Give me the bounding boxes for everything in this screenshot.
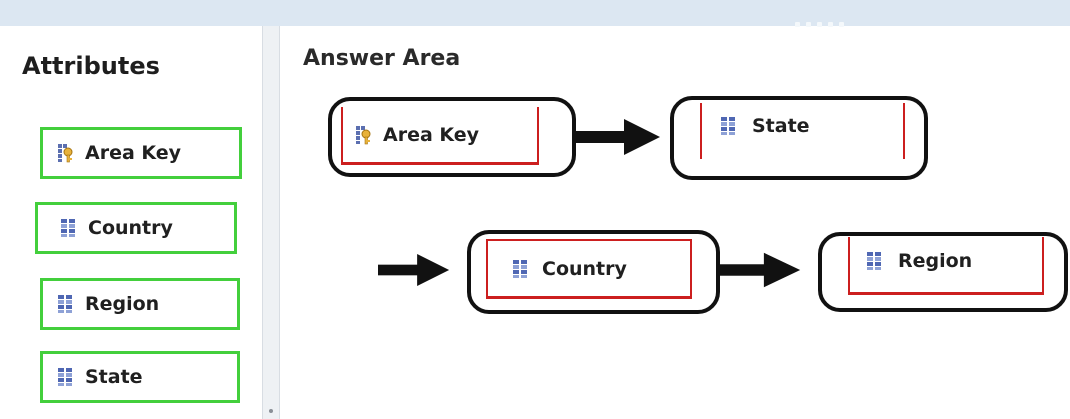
attribute-icon — [721, 117, 735, 135]
arrow-right-icon — [572, 119, 660, 155]
attribute-icon — [867, 251, 881, 270]
answer-slot-label: Region — [898, 249, 973, 272]
attribute-icon — [61, 219, 75, 237]
answer-slot-label: State — [752, 115, 810, 137]
answer-slot-label: Area Key — [383, 123, 480, 146]
answer-slot-2-target[interactable]: State — [700, 103, 905, 159]
key-attribute-icon — [58, 144, 73, 163]
resize-grip[interactable] — [795, 12, 863, 27]
answer-slot-4-target[interactable]: Region — [848, 237, 1044, 295]
attribute-item-country[interactable]: Country — [35, 202, 237, 254]
answer-slot-label: Country — [542, 257, 627, 280]
attributes-title: Attributes — [22, 52, 160, 80]
panel-splitter[interactable] — [262, 26, 280, 419]
answer-slot-3-target[interactable]: Country — [486, 239, 692, 299]
splitter-handle-dot — [269, 409, 273, 413]
attribute-icon — [58, 368, 72, 386]
attribute-item-label: Region — [85, 293, 160, 315]
answer-slot-1-target[interactable]: Area Key — [341, 107, 539, 165]
attribute-item-area-key[interactable]: Area Key — [40, 127, 242, 179]
attribute-item-label: Area Key — [85, 142, 182, 164]
attribute-icon — [513, 259, 527, 278]
attribute-item-label: Country — [88, 217, 173, 239]
attribute-item-region[interactable]: Region — [40, 278, 240, 330]
arrow-right-icon — [378, 254, 450, 286]
key-attribute-icon — [356, 125, 371, 144]
attribute-item-label: State — [85, 366, 143, 388]
answer-area-title: Answer Area — [303, 46, 461, 71]
attribute-item-state[interactable]: State — [40, 351, 240, 403]
arrow-right-icon — [718, 252, 801, 288]
attribute-icon — [58, 295, 72, 313]
top-bar — [0, 0, 1070, 27]
